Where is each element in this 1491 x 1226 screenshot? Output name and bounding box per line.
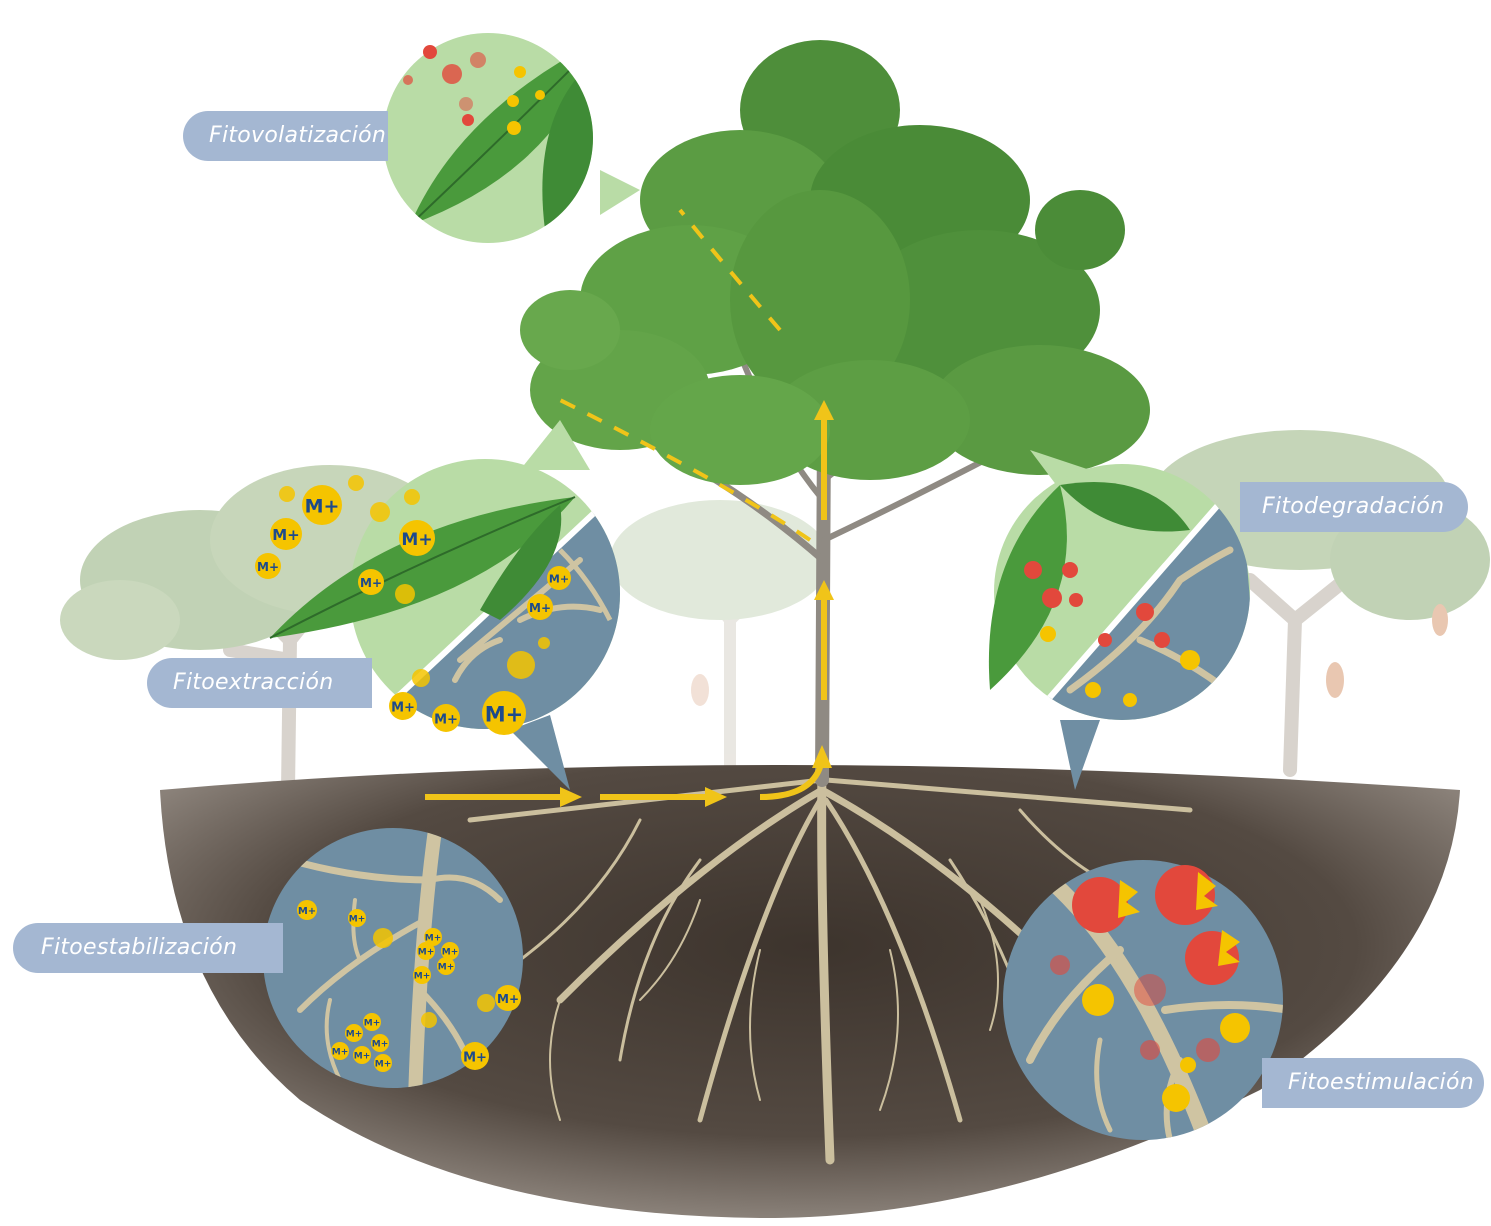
metal-ion-label: M+: [497, 992, 519, 1006]
metal-ion-label: M+: [346, 1029, 363, 1039]
metal-particle-icon: [373, 928, 393, 948]
metal-ion-label: M+: [401, 530, 432, 550]
metal-ion-label: M+: [463, 1050, 487, 1065]
metal-ion-label: M+: [438, 962, 455, 972]
metal-particle-icon: [395, 584, 415, 604]
metal-ion-label: M+: [425, 933, 442, 943]
metal-ion-label: M+: [372, 1039, 389, 1049]
metal-ion-label: M+: [257, 560, 279, 574]
metal-ion-label: M+: [360, 576, 382, 590]
metal-particle-icon: [421, 1012, 437, 1028]
metal-ion-label: M+: [391, 700, 415, 715]
label-fitodegradacion: Fitodegradación: [1240, 482, 1468, 532]
label-fitovolatizacion: Fitovolatización: [183, 111, 388, 161]
metal-ion-label: M+: [485, 702, 524, 726]
metal-particle-icon: [370, 502, 390, 522]
metal-ion-label: M+: [298, 906, 316, 917]
metal-ion-label: M+: [349, 914, 366, 924]
inset-fitovolatizacion: [383, 33, 612, 243]
metal-particle-icon: [477, 994, 495, 1012]
metal-particle-icon: [404, 489, 420, 505]
metal-ion-label: M+: [434, 712, 458, 727]
label-fitoestabilizacion: Fitoestabilización: [13, 923, 283, 973]
tree-canopy: [520, 40, 1150, 485]
metal-particle-icon: [412, 669, 430, 687]
metal-particle-icon: [279, 486, 295, 502]
metal-particle-icon: [538, 637, 550, 649]
label-fitoestimulacion: Fitoestimulación: [1262, 1058, 1484, 1108]
metal-ion-label: M+: [332, 1047, 349, 1057]
metal-ion-label: M+: [375, 1059, 392, 1069]
metal-ion-label: M+: [354, 1051, 371, 1061]
metal-ion-label: M+: [418, 947, 435, 957]
metal-particle-icon: [348, 475, 364, 491]
metal-ion-label: M+: [272, 526, 300, 544]
metal-ion-label: M+: [549, 573, 569, 586]
metal-ion-label: M+: [305, 496, 340, 518]
metal-particle-icon: [507, 651, 535, 679]
metal-ion-label: M+: [529, 601, 551, 615]
metal-ion-label: M+: [364, 1018, 381, 1028]
metal-ion-label: M+: [414, 971, 431, 981]
label-fitoextraccion: Fitoextracción: [147, 658, 372, 708]
metal-ion-label: M+: [442, 947, 459, 957]
